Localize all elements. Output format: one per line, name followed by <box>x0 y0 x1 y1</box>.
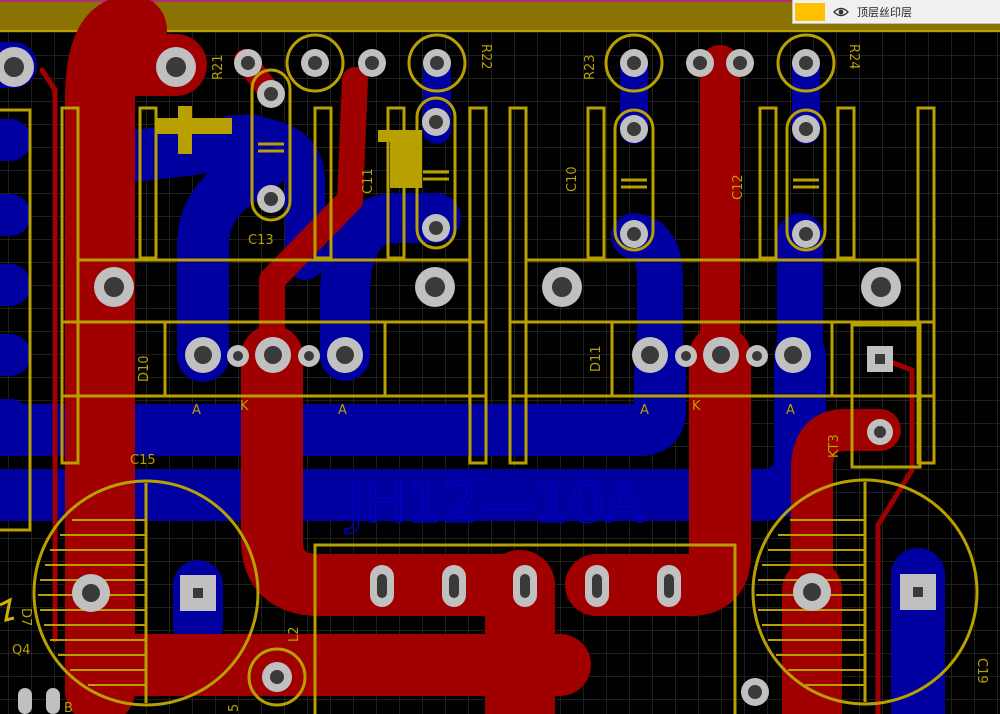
label-c11: C11 <box>361 168 376 194</box>
label-c15: C15 <box>130 453 156 468</box>
label-k: K <box>240 399 249 414</box>
label-r24: R24 <box>846 44 861 70</box>
label-d10: D10 <box>137 355 152 382</box>
label-c12: C12 <box>731 174 746 200</box>
label-c13: C13 <box>248 233 274 248</box>
silk-block <box>178 106 192 154</box>
label-kt3: KT3 <box>827 434 842 458</box>
silkscreen-layer <box>0 33 979 714</box>
marker <box>0 597 15 623</box>
label-d7: D7 <box>18 608 33 626</box>
label-r23: R23 <box>583 54 598 80</box>
layer-color-swatch[interactable] <box>795 2 825 21</box>
pads <box>0 47 936 714</box>
label-d11: D11 <box>589 345 604 372</box>
silk-block <box>378 130 422 142</box>
label-a: A <box>338 403 347 418</box>
designator-labels: R21 R22 R23 R24 C10 C11 C12 C13 C15 C19 … <box>12 44 989 714</box>
silk-block <box>156 118 232 134</box>
label-a: A <box>640 403 649 418</box>
small-pad <box>18 688 60 714</box>
slot-hole <box>377 574 674 598</box>
eye-icon[interactable] <box>833 6 849 18</box>
label-k: K <box>692 399 701 414</box>
through-hole-pad <box>0 47 901 706</box>
label-r22: R22 <box>478 44 493 70</box>
layer-panel[interactable]: 顶层丝印层 <box>792 0 1000 24</box>
label-c19: C19 <box>974 658 989 684</box>
label-five: 5 <box>227 704 242 712</box>
board-text: JH12—10A <box>345 471 643 536</box>
layer-name[interactable]: 顶层丝印层 <box>857 5 912 19</box>
label-a: A <box>786 403 795 418</box>
label-l2: L2 <box>287 626 302 642</box>
label-c10: C10 <box>565 166 580 192</box>
label-b: B <box>64 701 73 714</box>
square-pad <box>180 346 936 611</box>
label-r21: R21 <box>211 54 226 80</box>
label-q4: Q4 <box>12 643 31 658</box>
label-a: A <box>192 403 201 418</box>
